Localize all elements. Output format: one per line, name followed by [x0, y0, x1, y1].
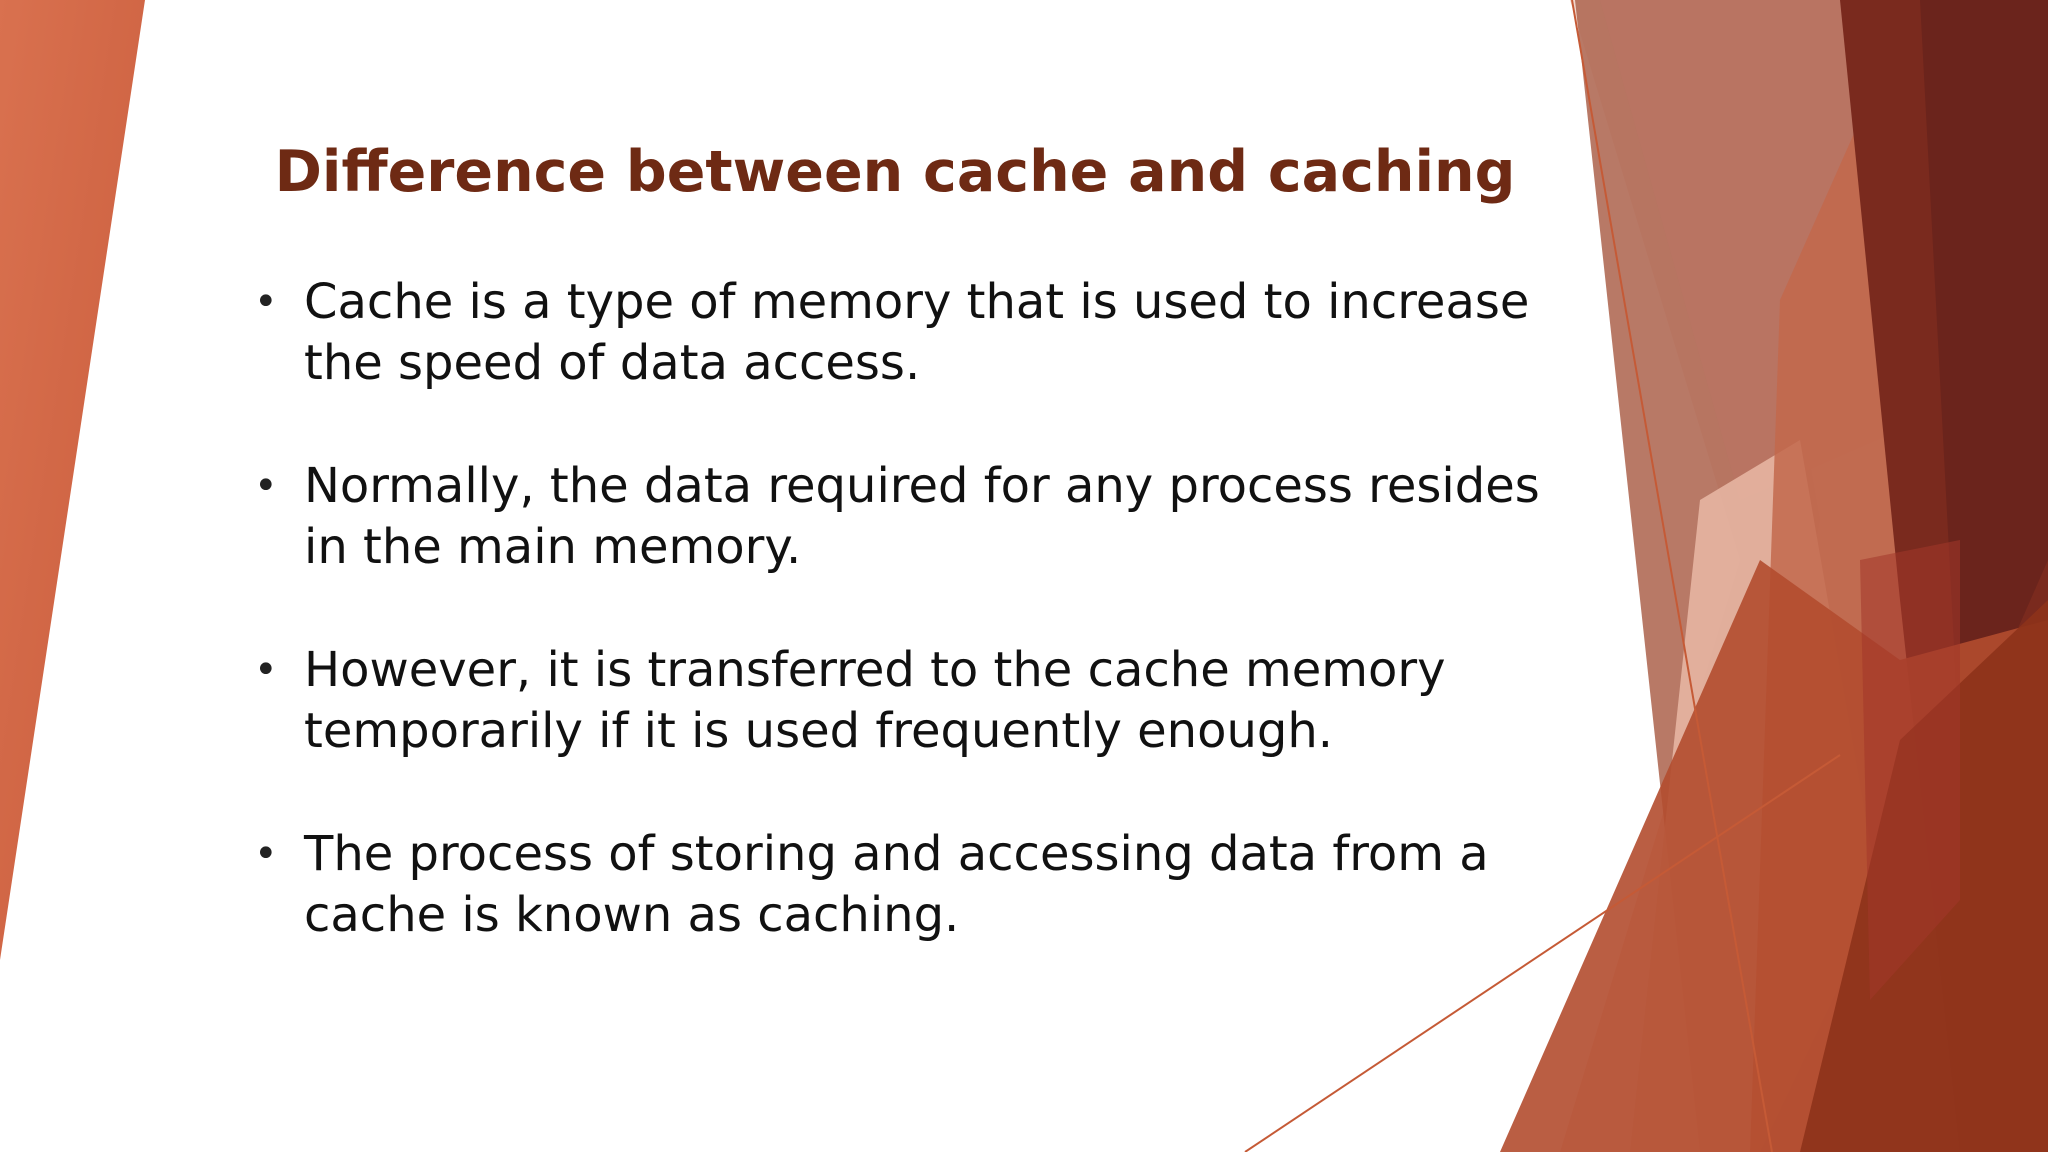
- bullet-dot-icon: •: [254, 831, 278, 877]
- bullet-item: • Normally, the data required for any pr…: [254, 456, 1554, 578]
- slide-title: Difference between cache and caching: [274, 139, 1516, 205]
- bullet-item: • Cache is a type of memory that is used…: [254, 272, 1554, 394]
- bullet-text: However, it is transferred to the cache …: [304, 642, 1446, 759]
- bullet-dot-icon: •: [254, 279, 278, 325]
- left-accent-shape: [0, 0, 145, 960]
- right-shape-red: [1860, 540, 1960, 1000]
- bullet-item: • The process of storing and accessing d…: [254, 824, 1554, 946]
- bullet-text: The process of storing and accessing dat…: [304, 826, 1489, 943]
- bullet-text: Normally, the data required for any proc…: [304, 458, 1540, 575]
- bullet-dot-icon: •: [254, 463, 278, 509]
- thin-line-2: [1244, 754, 1841, 1152]
- bullet-dot-icon: •: [254, 647, 278, 693]
- bullet-text: Cache is a type of memory that is used t…: [304, 274, 1530, 391]
- bullet-list: • Cache is a type of memory that is used…: [254, 272, 1554, 1008]
- thin-line-1: [1571, 0, 1773, 1152]
- bullet-item: • However, it is transferred to the cach…: [254, 640, 1554, 762]
